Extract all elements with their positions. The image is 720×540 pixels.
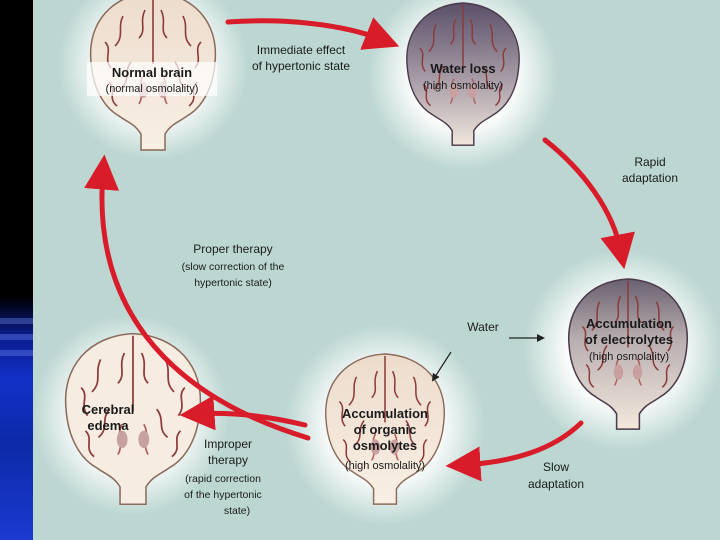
stage-normal-title: Normal brain	[112, 65, 192, 80]
label-improper-line3: (rapid correction	[185, 473, 261, 485]
arrow-proper	[84, 154, 311, 441]
brain-osmolality-diagram: Normal brain (normal osmolality) Water l…	[33, 0, 720, 525]
arrow-slow	[445, 420, 584, 482]
stage-water-loss-subtitle: (high osmolality)	[423, 80, 503, 92]
stage-osmolytes-title-line2: of organic	[354, 422, 417, 437]
stage-water-loss-title: Water loss	[430, 61, 495, 76]
label-immediate-line1: Immediate effect	[257, 43, 346, 57]
stage-electrolytes-title-line2: of electrolytes	[585, 332, 673, 347]
arrow-water-osmolytes	[431, 351, 452, 382]
diagram-panel: Normal brain (normal osmolality) Water l…	[33, 0, 720, 540]
label-improper-line1: Improper	[204, 437, 252, 451]
label-rapid-line2: adaptation	[622, 171, 678, 185]
label-improper-line5: state)	[224, 505, 250, 517]
label-improper-line2: therapy	[208, 453, 248, 467]
arrow-immediate	[225, 17, 400, 50]
slide-border-strip	[0, 0, 33, 540]
label-proper-line2: (slow correction of the	[182, 261, 285, 273]
label-rapid-line1: Rapid	[634, 155, 665, 169]
label-slow-line2: adaptation	[528, 477, 584, 491]
arrow-rapid	[542, 137, 635, 270]
stage-osmolytes-title-line3: osmolytes	[353, 438, 417, 453]
stage-osmolytes-subtitle: (high osmolality)	[345, 460, 425, 472]
label-proper-line3: hypertonic state)	[194, 277, 272, 289]
stage-normal-subtitle: (normal osmolality)	[106, 83, 199, 95]
stage-osmolytes-title-line1: Accumulation	[342, 406, 428, 421]
label-bg-normal	[87, 62, 217, 96]
label-immediate-line2: of hypertonic state	[252, 59, 350, 73]
stage-edema-title-line1: Cerebral	[82, 402, 135, 417]
label-improper-line4: of the hypertonic	[184, 489, 262, 501]
label-water: Water	[467, 320, 499, 334]
stage-edema-title-line2: edema	[87, 418, 129, 433]
stage-electrolytes-subtitle: (high osmolality)	[589, 351, 669, 363]
stage-electrolytes-title-line1: Accumulation	[586, 316, 672, 331]
label-slow-line1: Slow	[543, 460, 569, 474]
label-proper-line1: Proper therapy	[193, 242, 272, 256]
